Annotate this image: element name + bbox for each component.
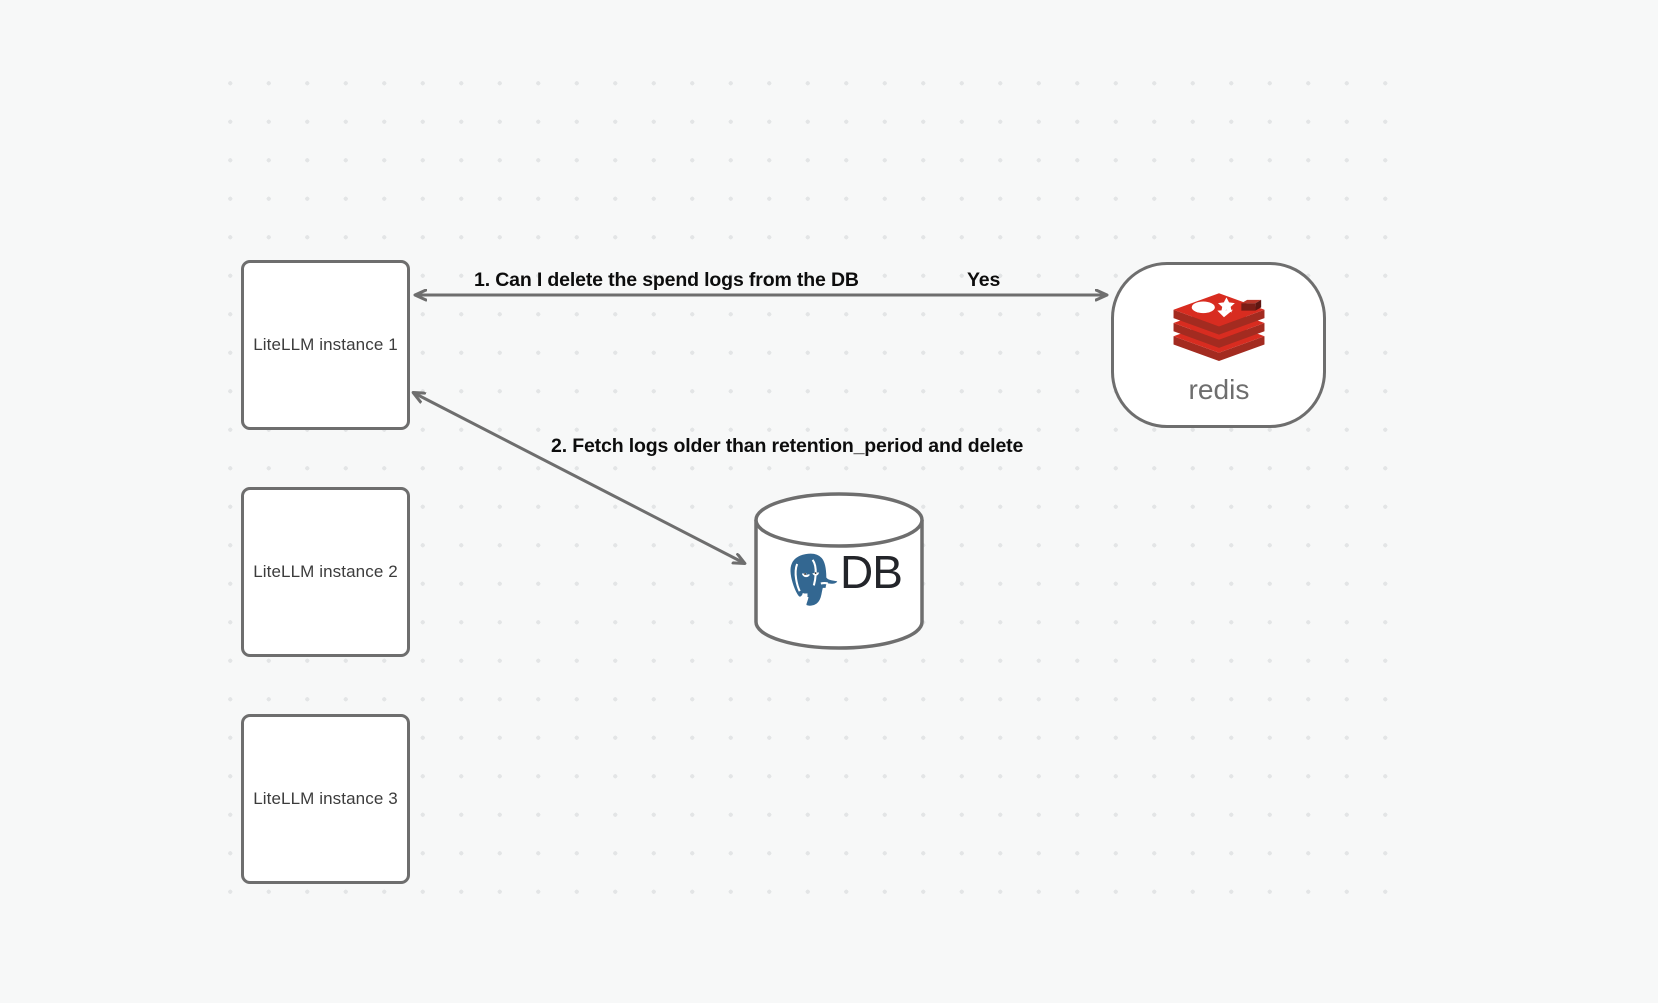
database-label: DB xyxy=(840,546,903,598)
redis-logo-icon: redis xyxy=(1155,285,1283,405)
edge-label-yes: Yes xyxy=(967,269,1001,291)
svg-text:redis: redis xyxy=(1188,374,1249,405)
node-litellm-instance-3[interactable]: LiteLLM instance 3 xyxy=(241,714,410,884)
redis-logo-svg xyxy=(1173,293,1264,362)
redis-wordmark: redis xyxy=(1188,374,1249,405)
edge-instance1-database xyxy=(414,393,744,563)
node-litellm-instance-1[interactable]: LiteLLM instance 1 xyxy=(241,260,410,430)
node-redis[interactable]: redis xyxy=(1111,262,1326,428)
postgresql-elephant-icon xyxy=(781,552,839,611)
node-database[interactable]: DB xyxy=(752,492,926,650)
edge-label-2: 2. Fetch logs older than retention_perio… xyxy=(551,435,1024,457)
node-label: LiteLLM instance 3 xyxy=(253,789,398,808)
node-label: LiteLLM instance 2 xyxy=(253,562,398,581)
node-label: LiteLLM instance 1 xyxy=(253,335,398,354)
node-litellm-instance-2[interactable]: LiteLLM instance 2 xyxy=(241,487,410,657)
cylinder-shape xyxy=(754,492,924,650)
edge-label-1: 1. Can I delete the spend logs from the … xyxy=(474,269,859,291)
database-logo-and-label: DB xyxy=(752,492,926,650)
